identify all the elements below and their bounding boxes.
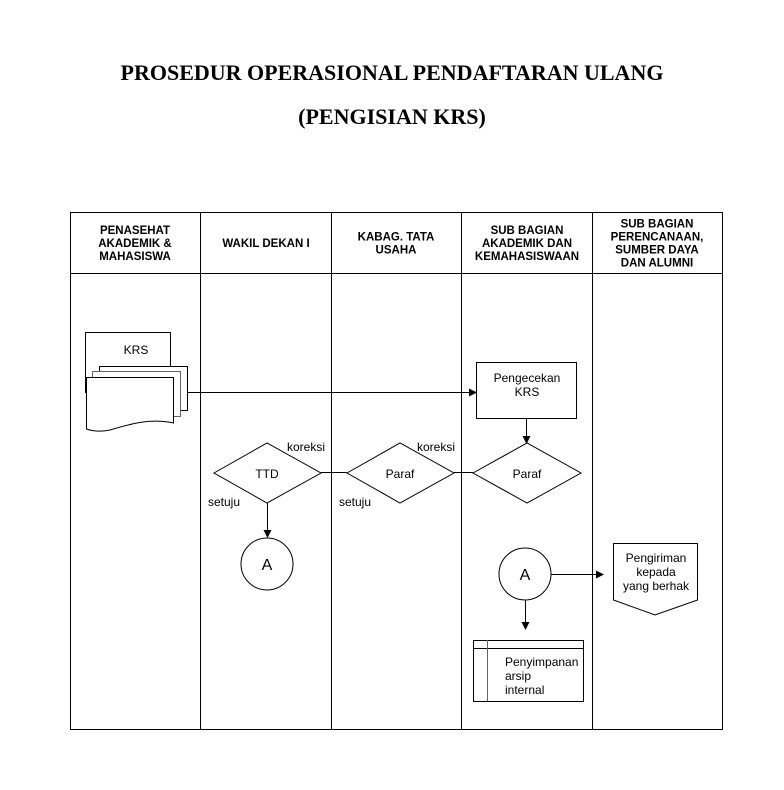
ttd-label: TTD bbox=[255, 467, 279, 481]
lane-header-5-line: SUB BAGIAN bbox=[621, 219, 694, 231]
penyimpanan-storage-box bbox=[473, 640, 584, 702]
lane-header-1-line: AKADEMIK & bbox=[98, 238, 171, 250]
connector-a-1 bbox=[240, 537, 294, 591]
pengecekan-process-box bbox=[476, 362, 577, 419]
connector-a-1-label: A bbox=[262, 557, 273, 574]
lane-header-1-line: PENASEHAT bbox=[100, 225, 170, 237]
koreksi-label: koreksi bbox=[287, 440, 325, 454]
paraf-sub-label: Paraf bbox=[513, 467, 542, 481]
setuju-label: setuju bbox=[208, 495, 240, 509]
pengiriman-label-3: yang berhak bbox=[623, 579, 690, 593]
lane-header-4-line: AKADEMIK DAN bbox=[482, 238, 572, 250]
lane-header-4-line: KEMAHASISWAAN bbox=[475, 251, 579, 263]
lane-header-1-line: MAHASISWA bbox=[99, 251, 171, 263]
lane-header-5-line: PERENCANAAN, bbox=[611, 232, 704, 244]
krs-document-label: KRS bbox=[124, 343, 149, 357]
penyimpanan-label-1: Penyimpanan bbox=[505, 655, 578, 669]
lane-header-4-line: SUB BAGIAN bbox=[491, 225, 564, 237]
pengiriman-offpage-connector bbox=[613, 543, 698, 616]
penyimpanan-label-2: arsip bbox=[505, 669, 531, 683]
lane-header-2-line: WAKIL DEKAN I bbox=[222, 238, 309, 250]
lane-header-3-line: USAHA bbox=[376, 245, 417, 257]
pengiriman-label-2: kepada bbox=[636, 565, 676, 579]
penyimpanan-label-3: internal bbox=[505, 683, 544, 697]
lane-header-3-line: KABAG. TATA bbox=[358, 232, 435, 244]
setuju-label: setuju bbox=[339, 495, 371, 509]
paraf-kabag-label: Paraf bbox=[386, 467, 415, 481]
lane-header-5-line: DAN ALUMNI bbox=[621, 258, 693, 270]
title-line-2: (PENGISIAN KRS) bbox=[298, 104, 486, 129]
pengecekan-label-2: KRS bbox=[515, 385, 540, 399]
krs-document-stack bbox=[85, 332, 188, 432]
pengiriman-label-1: Pengiriman bbox=[626, 551, 687, 565]
lane-header-5-line: SUMBER DAYA bbox=[615, 245, 699, 257]
connector-a-2-label: A bbox=[520, 567, 531, 584]
title-line-1: PROSEDUR OPERASIONAL PENDAFTARAN ULANG bbox=[120, 60, 664, 85]
swimlane-table bbox=[70, 212, 723, 730]
koreksi-label: koreksi bbox=[417, 440, 455, 454]
pengecekan-label-1: Pengecekan bbox=[494, 371, 561, 385]
paraf-sub-bagian-decision bbox=[471, 442, 583, 504]
